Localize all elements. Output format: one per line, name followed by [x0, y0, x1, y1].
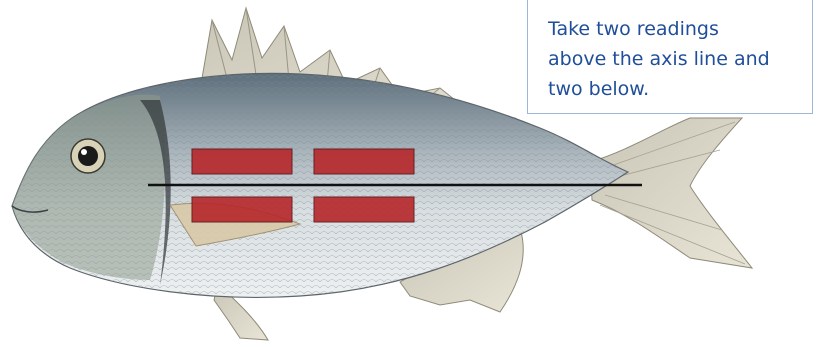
- instruction-text: Take two readings above the axis line an…: [548, 14, 802, 104]
- instruction-note: Take two readings above the axis line an…: [527, 0, 813, 114]
- eye: [71, 139, 105, 173]
- tail-fin: [590, 118, 752, 268]
- reading-marker-below-rear: [314, 197, 414, 222]
- reading-marker-above-rear: [314, 149, 414, 174]
- reading-marker-below-front: [192, 197, 292, 222]
- reading-marker-above-front: [192, 149, 292, 174]
